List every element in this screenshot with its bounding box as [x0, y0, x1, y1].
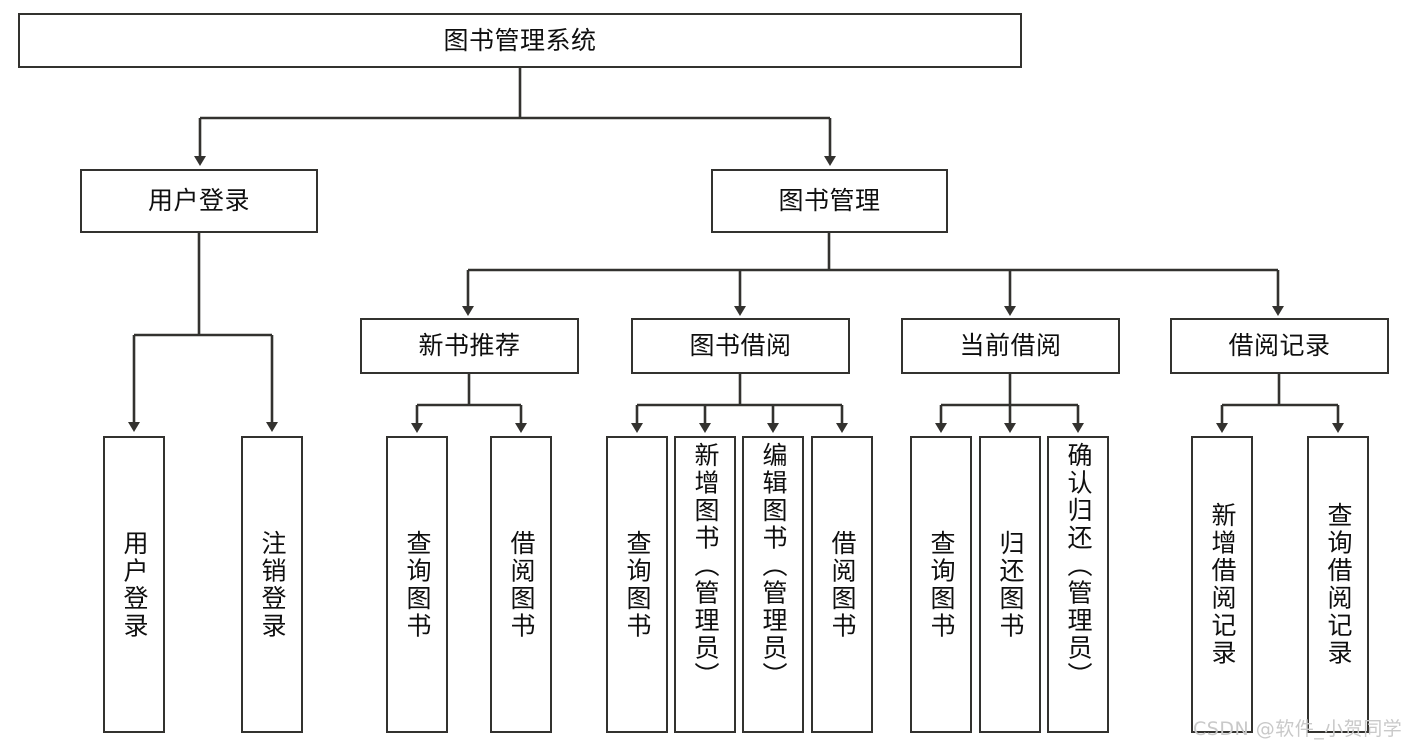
node-leaf-logout-label: 注销登录: [258, 529, 287, 640]
node-book-manage[interactable]: 图书管理: [711, 169, 948, 233]
node-leaf-add-book-admin[interactable]: 新增图书（管理员）: [674, 436, 736, 733]
node-leaf-edit-book-admin-label: 编辑图书（管理员）: [759, 442, 788, 690]
node-leaf-query-book-3[interactable]: 查询图书: [910, 436, 972, 733]
node-book-manage-label: 图书管理: [778, 186, 881, 216]
node-leaf-query-book-1[interactable]: 查询图书: [386, 436, 448, 733]
node-borrow-record-label: 借阅记录: [1228, 331, 1331, 361]
node-leaf-query-book-2-label: 查询图书: [623, 529, 652, 640]
node-leaf-add-book-admin-label: 新增图书（管理员）: [691, 442, 720, 690]
node-leaf-borrow-book-2[interactable]: 借阅图书: [811, 436, 873, 733]
node-borrow-record[interactable]: 借阅记录: [1170, 318, 1389, 374]
node-leaf-query-book-1-label: 查询图书: [403, 529, 432, 640]
node-new-book-rec-label: 新书推荐: [418, 331, 521, 361]
node-leaf-borrow-book-1-label: 借阅图书: [507, 529, 536, 640]
node-leaf-borrow-book-1[interactable]: 借阅图书: [490, 436, 552, 733]
csdn-watermark: CSDN @软件_小贺同学: [1193, 718, 1403, 740]
node-leaf-query-record-label: 查询借阅记录: [1324, 502, 1353, 667]
node-leaf-user-login[interactable]: 用户登录: [103, 436, 165, 733]
node-user-login[interactable]: 用户登录: [80, 169, 318, 233]
node-leaf-add-record[interactable]: 新增借阅记录: [1191, 436, 1253, 733]
node-leaf-return-book[interactable]: 归还图书: [979, 436, 1041, 733]
node-current-borrow-label: 当前借阅: [959, 331, 1062, 361]
node-leaf-add-record-label: 新增借阅记录: [1208, 502, 1237, 667]
node-user-login-label: 用户登录: [147, 186, 250, 216]
node-leaf-return-book-label: 归还图书: [996, 529, 1025, 640]
node-leaf-confirm-return-admin[interactable]: 确认归还（管理员）: [1047, 436, 1109, 733]
node-leaf-user-login-label: 用户登录: [120, 529, 149, 640]
node-current-borrow[interactable]: 当前借阅: [901, 318, 1120, 374]
node-new-book-rec[interactable]: 新书推荐: [360, 318, 579, 374]
node-root-label: 图书管理系统: [443, 25, 597, 55]
node-leaf-query-book-2[interactable]: 查询图书: [606, 436, 668, 733]
node-leaf-borrow-book-2-label: 借阅图书: [828, 529, 857, 640]
node-root[interactable]: 图书管理系统: [18, 13, 1022, 68]
node-leaf-confirm-return-admin-label: 确认归还（管理员）: [1064, 442, 1093, 690]
node-book-borrow-label: 图书借阅: [689, 331, 792, 361]
node-leaf-query-book-3-label: 查询图书: [927, 529, 956, 640]
node-leaf-logout[interactable]: 注销登录: [241, 436, 303, 733]
node-leaf-edit-book-admin[interactable]: 编辑图书（管理员）: [742, 436, 804, 733]
node-leaf-query-record[interactable]: 查询借阅记录: [1307, 436, 1369, 733]
node-book-borrow[interactable]: 图书借阅: [631, 318, 850, 374]
